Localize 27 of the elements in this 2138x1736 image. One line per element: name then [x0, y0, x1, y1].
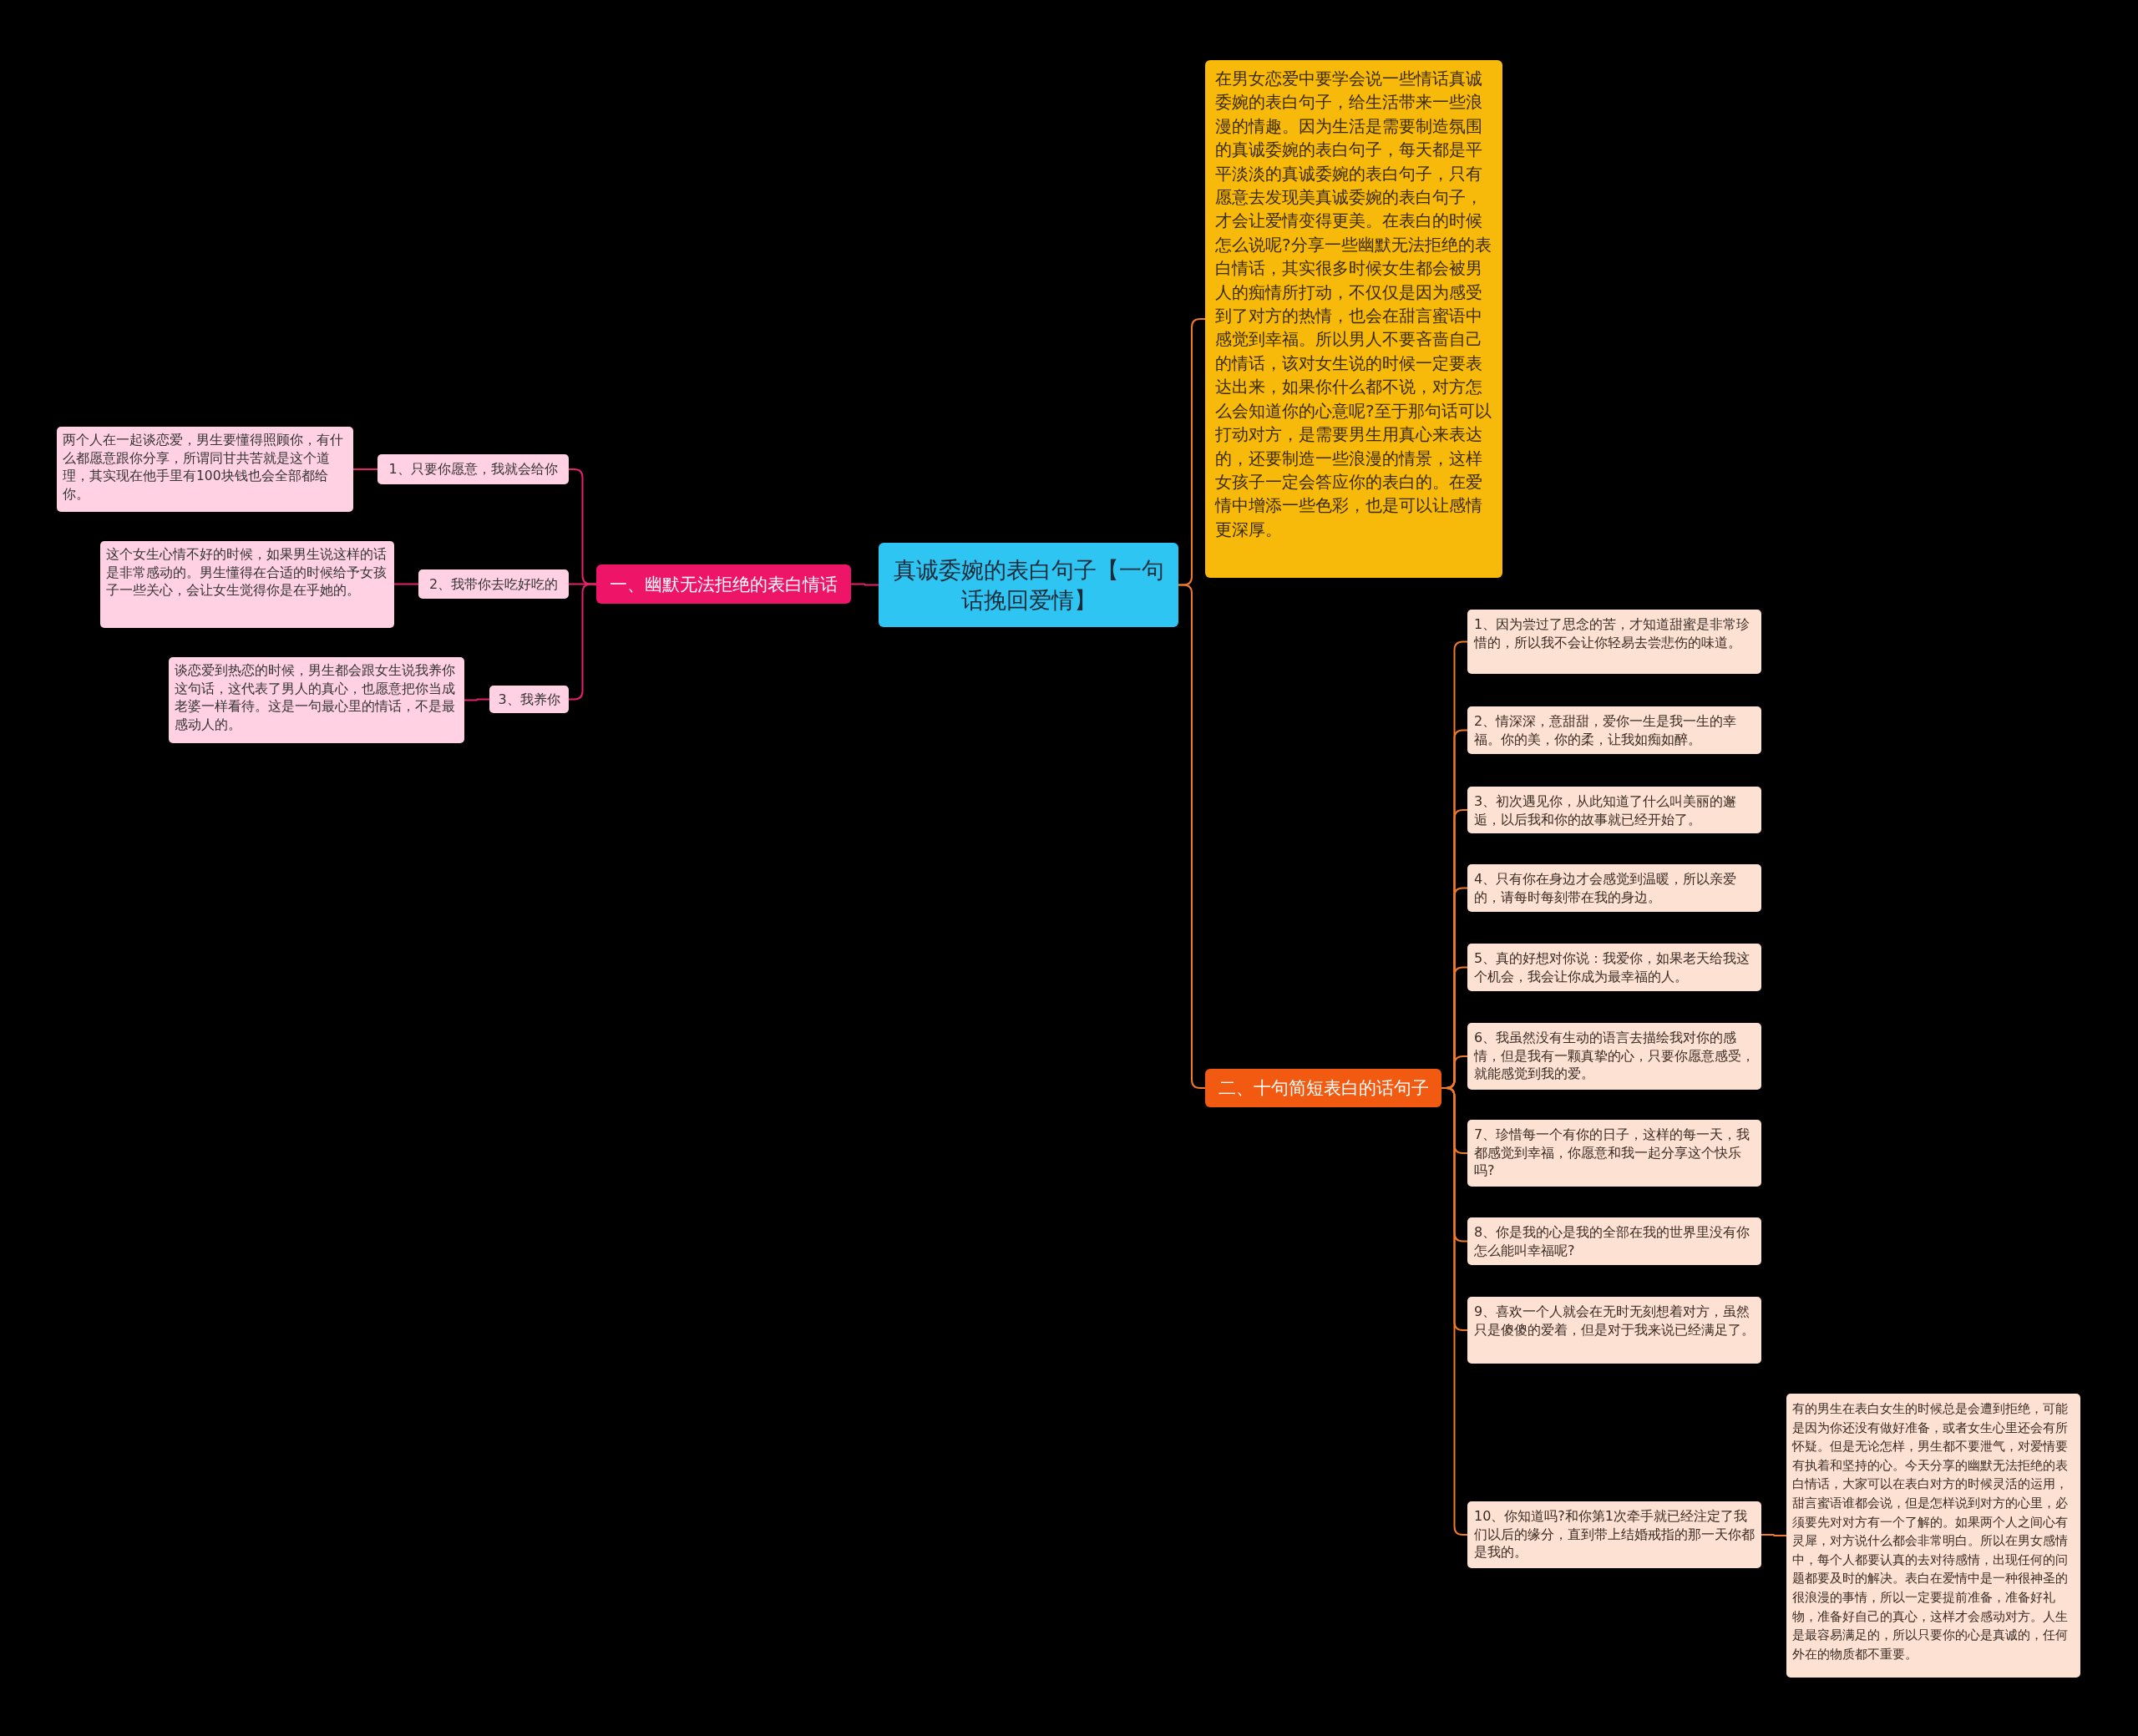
- item-box: 8、你是我的心是我的全部在我的世界里没有你怎么能叫幸福呢?: [1467, 1217, 1761, 1265]
- item-box: 9、喜欢一个人就会在无时无刻想着对方，虽然只是傻傻的爱着，但是对于我来说已经满足了。: [1467, 1297, 1761, 1364]
- note-box: 这个女生心情不好的时候，如果男生说这样的话是非常感动的。男生懂得在合适的时候给予女孩子一些关心，会让女生觉得你是在乎她的。: [100, 541, 394, 628]
- item-box: 4、只有你在身边才会感觉到温暖，所以亲爱的，请每时每刻带在我的身边。: [1467, 864, 1761, 912]
- note-box: 有的男生在表白女生的时候总是会遭到拒绝，可能是因为你还没有做好准备，或者女生心里还会有所怀疑。但是无论怎样，男生都不要泄气，对爱情要有执着和坚持的心。今天分享的幽默无法拒绝的表白情话，大家可以在表白对方的时候灵活的运用，甜言蜜语谁都会说，但是怎样说到对方的心里，必须要先对对方有一个了解的。如果两个人之间心有灵犀，对方说什么都会非常明白。所以在男女感情中，每个人都要认真的去对待感情，出现任何的问题都要及时的解决。表白在爱情中是一种很神圣的很浪漫的事情，所以一定要提前准备，准备好礼物，准备好自己的真心，这样才会感动对方。人生是最容易满足的，所以只要你的心是真诚的，任何外在的物质都不重要。: [1786, 1394, 2080, 1678]
- connector-line: [393, 583, 419, 585]
- item-box: 2、情深深，意甜甜，爱你一生是我一生的幸福。你的美，你的柔，让我如痴如醉。: [1467, 706, 1761, 754]
- branch-topic-box: 一、幽默无法拒绝的表白情话: [596, 564, 851, 604]
- item-box: 3、初次遇见你，从此知道了什么叫美丽的邂逅，以后我和你的故事就已经开始了。: [1467, 787, 1761, 833]
- subtopic-box: 2、我带你去吃好吃的: [418, 569, 569, 599]
- item-box: 6、我虽然没有生动的语言去描绘我对你的感情，但是我有一颗真挚的心，只要你愿意感受，就能感觉到我的爱。: [1467, 1023, 1761, 1090]
- item-box: 1、因为尝过了思念的苦，才知道甜蜜是非常珍惜的，所以我不会让你轻易去尝悲伤的味道。: [1467, 610, 1761, 674]
- note-box: 两个人在一起谈恋爱，男生要懂得照顾你，有什么都愿意跟你分享，所谓同甘共苦就是这个道理，其实现在他手里有100块钱也会全部都给你。: [57, 427, 353, 512]
- connector-line: [1761, 1534, 1787, 1536]
- connector-line: [850, 583, 879, 586]
- item-box: 7、珍惜每一个有你的日子，这样的每一天，我都感觉到幸福，你愿意和我一起分享这个快乐吗?: [1467, 1120, 1761, 1187]
- root-topic-box: 真诚委婉的表白句子【一句话挽回爱情】: [879, 543, 1178, 627]
- item-box: 10、你知道吗?和你第1次牵手就已经注定了我们以后的缘分，直到带上结婚戒指的那一天你都是我的。: [1467, 1501, 1761, 1568]
- subtopic-box: 3、我养你: [489, 686, 569, 713]
- connector-line: [568, 583, 597, 701]
- note-box: 谈恋爱到热恋的时候，男生都会跟女生说我养你这句话，这代表了男人的真心，也愿意把你当成老婆一样看待。这是一句最心里的情话，不是最感动人的。: [169, 657, 464, 743]
- item-box: 5、真的好想对你说：我爱你，如果老天给我这个机会，我会让你成为最幸福的人。: [1467, 944, 1761, 991]
- branch-topic-box: 二、十句简短表白的话句子: [1205, 1069, 1441, 1107]
- connector-line: [352, 468, 378, 470]
- summary-box: 在男女恋爱中要学会说一些情话真诚委婉的表白句子，给生活带来一些浪漫的情趣。因为生活是需要制造氛围的真诚委婉的表白句子，每天都是平平淡淡的真诚委婉的表白句子，只有愿意去发现美真诚委婉的表白句子，才会让爱情变得更美。在表白的时候怎么说呢?分享一些幽默无法拒绝的表白情话，其实很多时候女生都会被男人的痴情所打动，不仅仅是因为感受到了对方的热情，也会在甜言蜜语中感觉到幸福。所以男人不要吝啬自己的情话，该对女生说的时候一定要表达出来，如果你什么都不说，对方怎么会知道你的心意呢?至于那句话可以打动对方，是需要男生用真心来表达的，还要制造一些浪漫的情景，这样女孩子一定会答应你的表白的。在爱情中增添一些色彩，也是可以让感情更深厚。: [1205, 60, 1502, 578]
- connector-line: [464, 698, 490, 701]
- subtopic-box: 1、只要你愿意，我就会给你: [377, 454, 569, 484]
